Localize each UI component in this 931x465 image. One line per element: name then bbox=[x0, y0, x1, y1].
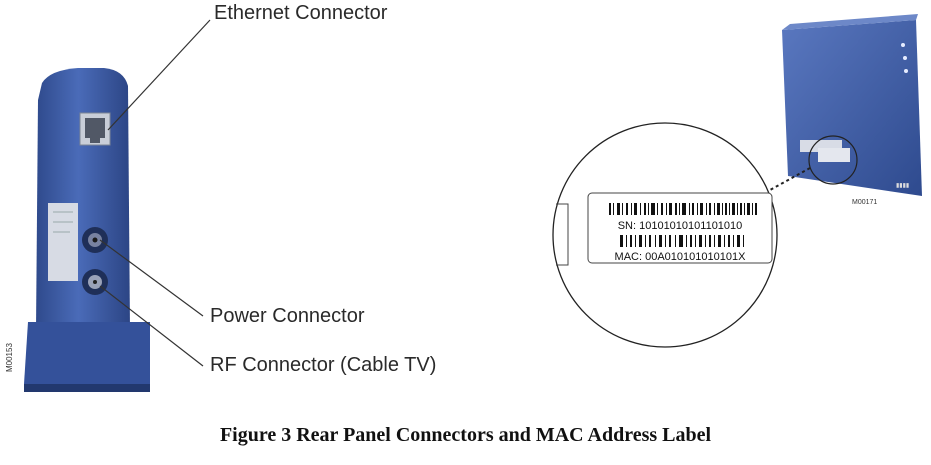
zoom-source-circle bbox=[808, 135, 858, 185]
modem-box: ▮▮▮▮ M00171 bbox=[782, 14, 922, 206]
ethernet-connector-label: Ethernet Connector bbox=[214, 2, 388, 24]
figure-title: Rear Panel Connectors and MAC Address La… bbox=[296, 424, 712, 446]
sn-barcode bbox=[609, 203, 757, 215]
zoom-connector bbox=[769, 167, 811, 191]
figure-caption: Figure 3 Rear Panel Connectors and MAC A… bbox=[0, 424, 931, 447]
rf-leader bbox=[99, 285, 204, 367]
svg-text:▮▮▮▮: ▮▮▮▮ bbox=[896, 183, 909, 189]
power-port bbox=[82, 227, 108, 253]
mac-barcode bbox=[620, 235, 744, 247]
right-image-id: M00171 bbox=[852, 199, 877, 206]
rf-connector-label: RF Connector (Cable TV) bbox=[210, 354, 437, 376]
power-leader bbox=[99, 239, 204, 317]
mac-address-text: MAC: 00A010101010101X bbox=[615, 251, 747, 263]
rf-port bbox=[82, 269, 108, 295]
serial-number-text: SN: 10101010101101010 bbox=[618, 220, 743, 232]
power-connector-label: Power Connector bbox=[210, 305, 365, 327]
magnifier: SN: 10101010101101010 MAC: 00A0101010101… bbox=[552, 122, 778, 348]
rear-sticker bbox=[48, 203, 78, 281]
figure-number: Figure 3 bbox=[219, 424, 292, 446]
ethernet-leader bbox=[107, 19, 211, 131]
left-image-id: M00153 bbox=[5, 343, 14, 372]
rear-panel-device: M00153 bbox=[5, 68, 150, 392]
ethernet-port bbox=[79, 112, 111, 146]
